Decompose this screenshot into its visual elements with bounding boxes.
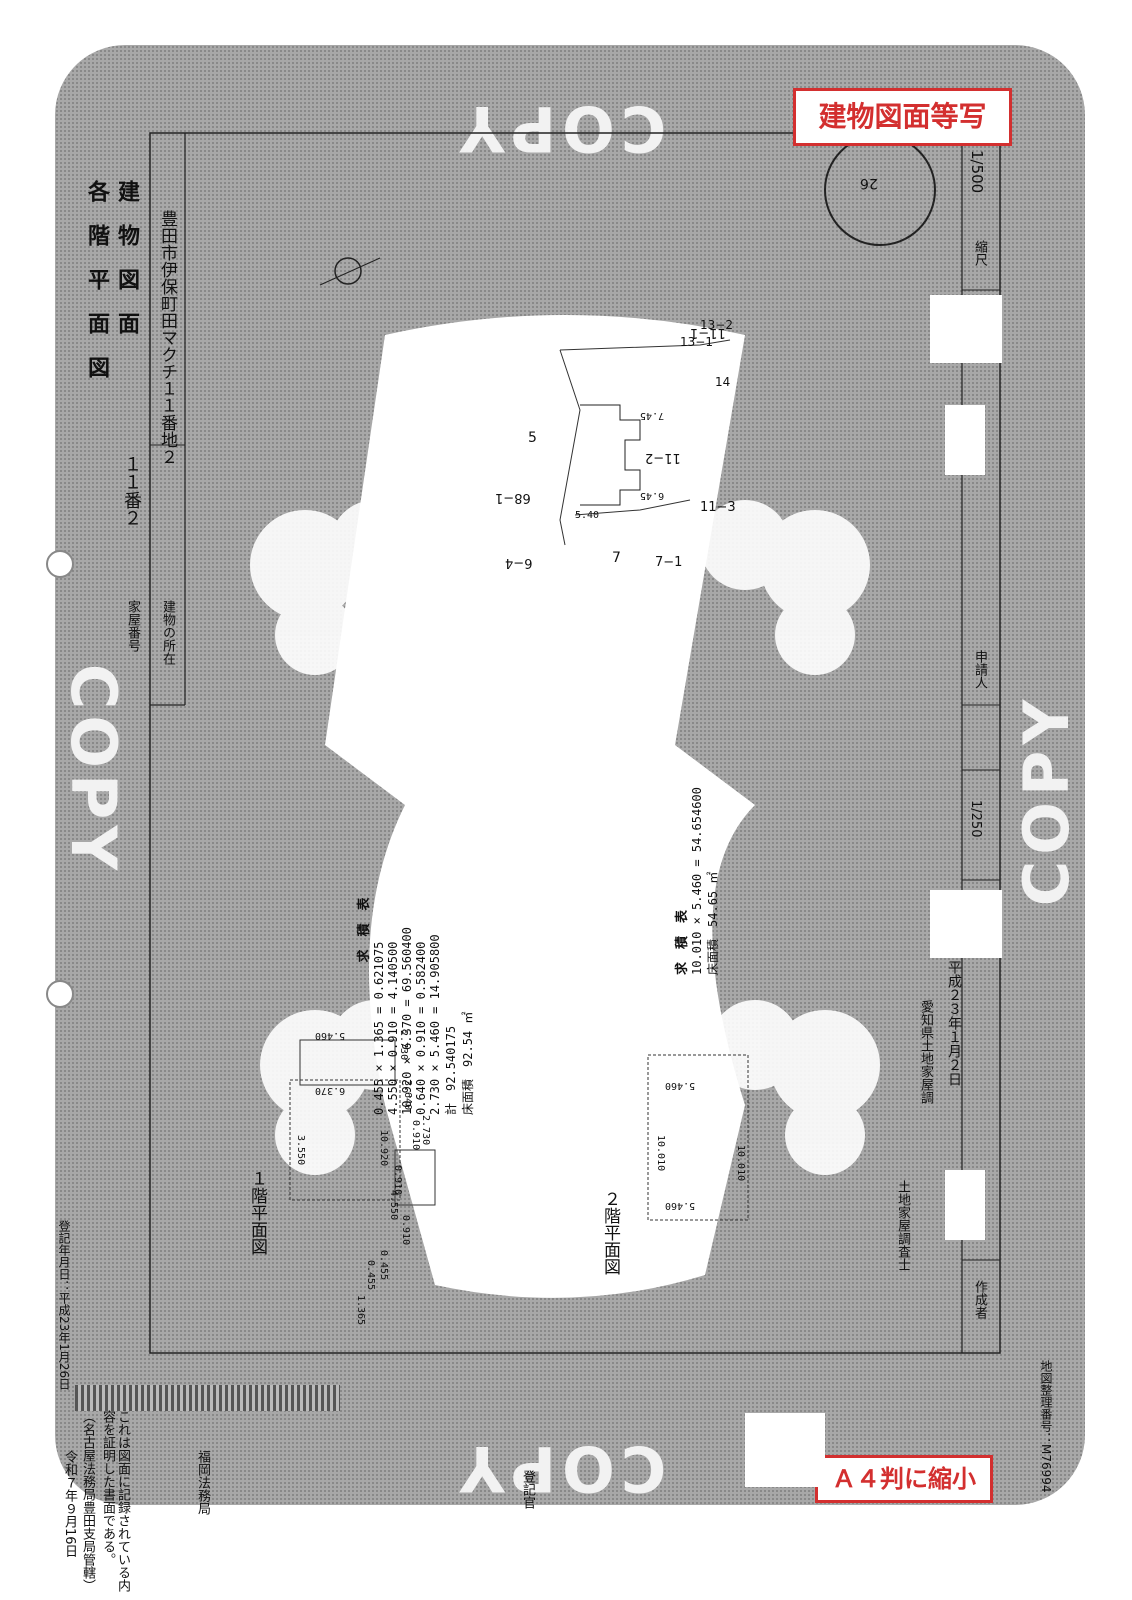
- certification-statement: これは図面に記録されている内容を証明した書面である。: [100, 1410, 130, 1592]
- plan-2f-dim: 5.460: [665, 1200, 696, 1211]
- legal-affairs-bureau: 福岡法務局: [195, 1450, 210, 1515]
- plan-1f-dim: 4.550: [388, 1190, 399, 1221]
- clear-area: [325, 315, 755, 1298]
- copy-label: 建物図面等写: [793, 88, 1012, 146]
- kaoku-label: 家屋番号: [125, 600, 140, 652]
- certification-date: 令和７年９月16日: [62, 1450, 77, 1558]
- parcel-13-1: 13−1: [680, 335, 713, 349]
- jurisdiction: （名古屋法務局豊田支局管轄）: [80, 1410, 95, 1592]
- company-name: 愛知県土地家屋調: [918, 1000, 933, 1104]
- parcel-68-1: 68−1: [495, 490, 531, 505]
- kaoku-value: １１番２: [121, 455, 142, 527]
- plan-1f-dim: 0.455: [378, 1250, 389, 1281]
- plan-1f-dim: 0.910: [392, 1165, 403, 1196]
- a4-reduced-label: Ａ４判に縮小: [815, 1455, 993, 1503]
- plan-2f-label: ２階平面図: [600, 1190, 620, 1275]
- parcel-5: 5: [528, 430, 537, 446]
- plan-1f-dim: 5.460: [315, 1030, 346, 1041]
- plan-2f-dim: 10.010: [655, 1135, 666, 1172]
- redaction: [930, 295, 1002, 363]
- location-label: 建物の所在: [160, 600, 175, 665]
- plan-1f-dim: 3.640: [402, 1080, 413, 1111]
- plan-1f-dim: 2.730: [398, 1030, 409, 1061]
- survey-date: 平成２３年１月２日: [946, 960, 962, 1086]
- registry-seal-strip: [75, 1385, 340, 1411]
- plan-1f-dim: 3.550: [295, 1135, 306, 1166]
- site-dim-1: 7.45: [640, 410, 665, 421]
- calc-table-1f: 求 積 表 0.455 × 1.365 = 0.621075 4.550 × 0…: [357, 745, 477, 1116]
- title-building-plan: 建 物 図 面: [114, 180, 139, 334]
- redaction: [930, 890, 1002, 958]
- location-value: 豊田市伊保町田マクチ１１番地２: [157, 210, 177, 465]
- registrar-title: 登記官: [520, 1470, 535, 1509]
- calc-1f-row: 0.455 × 1.365 = 0.621075: [372, 941, 386, 1115]
- parcel-14: 14: [715, 375, 731, 389]
- registration-date: 登記年月日：平成23年1月26日: [57, 1220, 71, 1391]
- plan-1f-dim: 0.910: [410, 1120, 421, 1151]
- parcel-6-4: 6−4: [505, 555, 533, 570]
- plan-1f-dim: 0.910: [400, 1215, 411, 1246]
- plan-1f-dim: 0.455: [365, 1260, 376, 1291]
- scale-label: 縮尺: [972, 240, 987, 266]
- plan-1f-dim: 6.370: [315, 1085, 346, 1096]
- redaction: [945, 405, 985, 475]
- security-background: [55, 45, 1085, 1505]
- calc-1f-row: 0.640 × 0.910 = 0.582400: [414, 941, 428, 1115]
- parcel-11-3: 11−3: [700, 500, 736, 515]
- redaction: [745, 1413, 825, 1487]
- site-dim-3: 5.40: [575, 510, 600, 521]
- title-floor-plan: 各 階 平 面 図: [84, 180, 109, 378]
- map-management-number: 地図整理番号：M76994: [1039, 1360, 1053, 1493]
- plan-1f-dim: 2.730: [420, 1115, 431, 1146]
- calc-table-2f: 求 積 表 10.010 × 5.460 = 54.654600 床面積 54.…: [675, 787, 720, 975]
- plan-1f-dim: 10.920: [378, 1130, 389, 1167]
- parcel-7: 7: [612, 550, 621, 566]
- applicant-label: 申請人: [972, 650, 987, 689]
- calc-1f-row: 2.730 × 5.460 = 14.905800: [428, 934, 442, 1115]
- parcel-11-2: 11−2: [645, 450, 681, 465]
- scale-plan: 1/250: [968, 800, 983, 838]
- redaction: [945, 1170, 985, 1240]
- site-dim-2: 6.45: [640, 490, 665, 501]
- punch-hole: [46, 550, 74, 578]
- stamp-number: 26: [860, 175, 878, 191]
- author-label: 作成者: [972, 1280, 987, 1319]
- parcel-7-1: 7−1: [655, 555, 683, 570]
- parcel-13-2: 13−2: [700, 318, 733, 332]
- plan-1f-dim: 1.365: [355, 1295, 366, 1326]
- punch-hole: [46, 980, 74, 1008]
- calc-1f-floor: 床面積 92.54 ㎡: [461, 1011, 475, 1115]
- scale-value: 1/500: [968, 150, 986, 194]
- plan-1f-label: １階平面図: [247, 1170, 267, 1255]
- surveyor-title: 土地家屋調査士: [895, 1180, 910, 1271]
- calc-1f-header: 求 積 表: [357, 897, 372, 963]
- calc-1f-total: 計 92.540175: [444, 1025, 458, 1115]
- plan-2f-dim: 10.010: [735, 1145, 746, 1182]
- plan-2f-dim: 5.460: [665, 1080, 696, 1091]
